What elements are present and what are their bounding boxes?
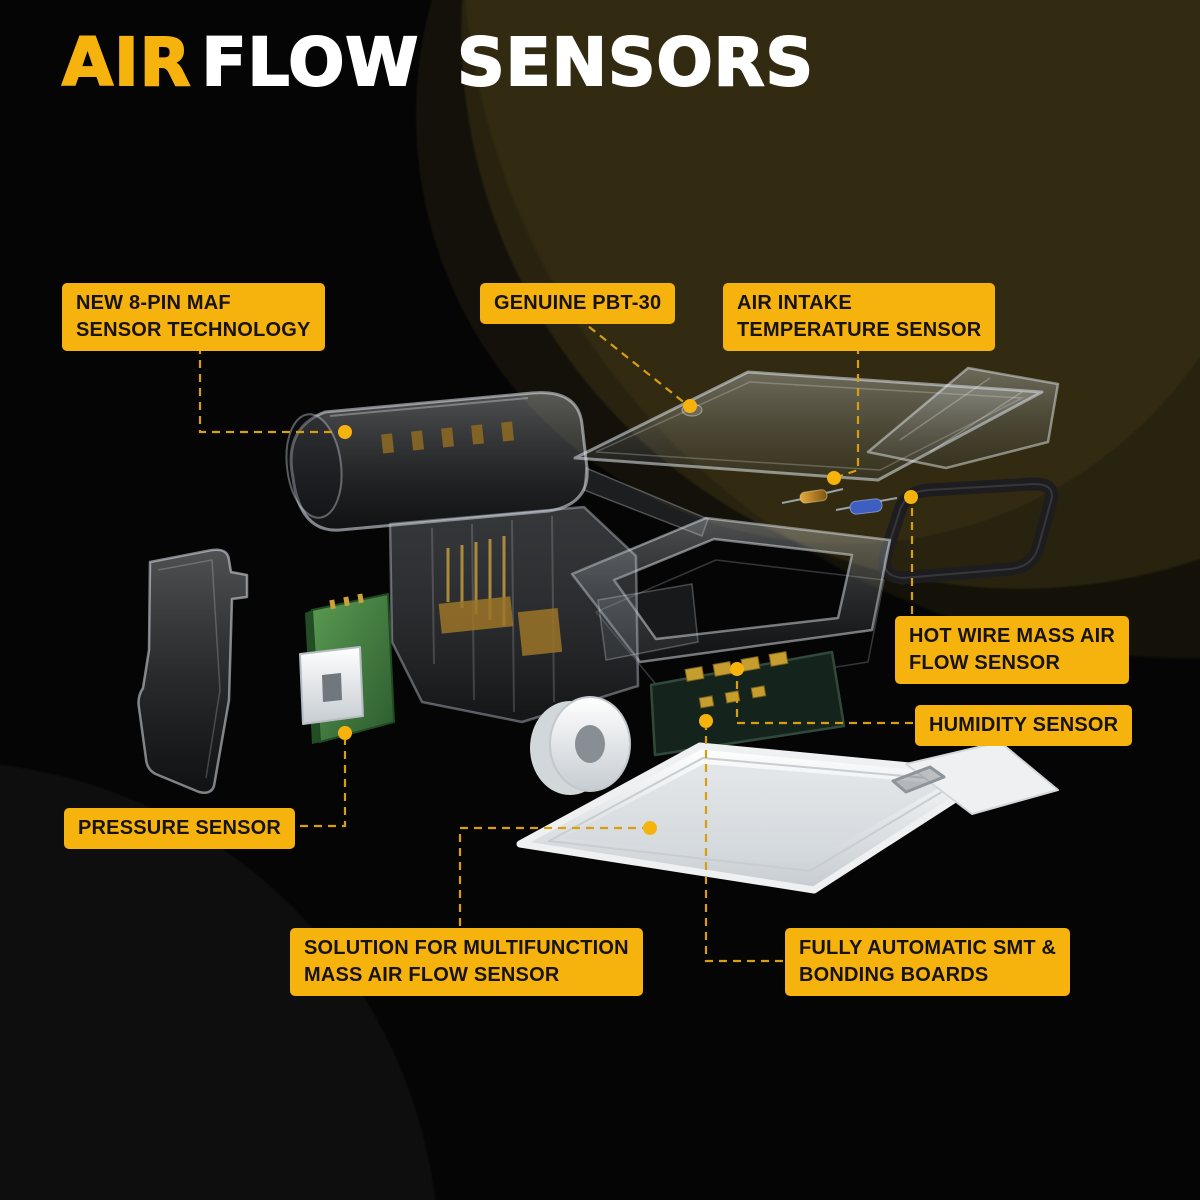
dot-humidity bbox=[730, 662, 744, 676]
callout-smt-bonding: FULLY AUTOMATIC SMT &BONDING BOARDS bbox=[785, 928, 1071, 996]
callout-humidity-sensor: HUMIDITY SENSOR bbox=[915, 705, 1133, 746]
temp-sensor-components bbox=[781, 488, 898, 515]
dot-genuine-pbt bbox=[683, 399, 697, 413]
roller-part bbox=[530, 696, 631, 795]
page-title-accent: AIR bbox=[61, 23, 192, 102]
page-title-rest: FLOW SENSORS bbox=[200, 23, 814, 102]
leader-humidity bbox=[735, 676, 913, 725]
side-bracket-part bbox=[137, 548, 249, 794]
callout-genuine-pbt: GENUINE PBT-30 bbox=[480, 283, 676, 324]
dot-solution bbox=[643, 821, 657, 835]
leader-smt bbox=[704, 728, 783, 963]
top-cover-part bbox=[573, 366, 1060, 482]
main-housing-part bbox=[285, 391, 709, 724]
leader-genuine-pbt bbox=[577, 317, 687, 405]
callout-pressure-sensor: PRESSURE SENSOR bbox=[64, 808, 296, 849]
bonding-board-part bbox=[649, 650, 846, 757]
leader-pressure bbox=[300, 740, 347, 828]
dot-maf-technology bbox=[338, 425, 352, 439]
dot-air-intake bbox=[827, 471, 841, 485]
leader-dots bbox=[338, 399, 918, 835]
dot-smt bbox=[699, 714, 713, 728]
leader-maf-technology bbox=[198, 346, 336, 434]
bottom-cover-part bbox=[516, 741, 1059, 894]
dot-pressure bbox=[338, 726, 352, 740]
dot-hot-wire bbox=[904, 490, 918, 504]
leader-lines bbox=[198, 317, 914, 963]
pcb-pressure-part bbox=[299, 592, 396, 744]
leader-solution bbox=[458, 826, 643, 926]
